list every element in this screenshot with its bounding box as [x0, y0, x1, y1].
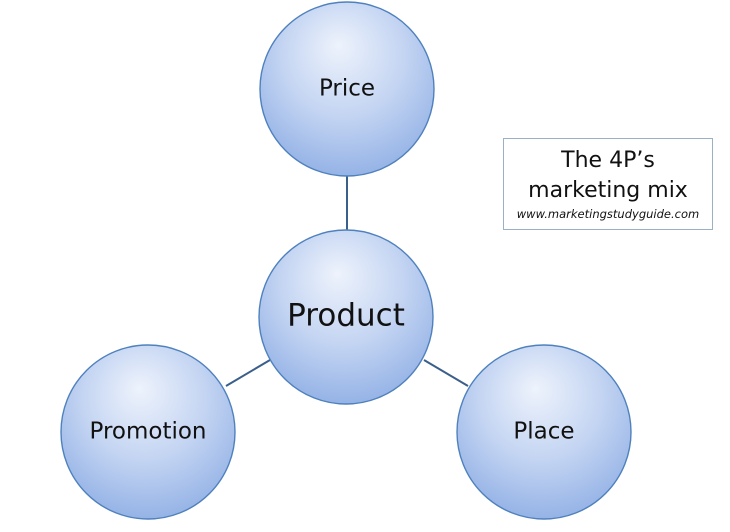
title-box: The 4P’s marketing mix www.marketingstud… [503, 138, 713, 230]
title-line-2: marketing mix [528, 178, 688, 203]
node-product-label: Product [287, 298, 405, 334]
node-product: Product [258, 229, 434, 405]
node-price-label: Price [319, 76, 375, 102]
node-price: Price [259, 1, 435, 177]
node-promotion-label: Promotion [89, 419, 206, 445]
connector-product-place [423, 359, 469, 387]
node-place: Place [456, 344, 632, 520]
node-place-label: Place [513, 419, 574, 445]
node-promotion: Promotion [60, 344, 236, 520]
title-line-1: The 4P’s [561, 148, 655, 173]
connector-product-promotion [225, 359, 271, 387]
source-url: www.marketingstudyguide.com [516, 207, 700, 221]
